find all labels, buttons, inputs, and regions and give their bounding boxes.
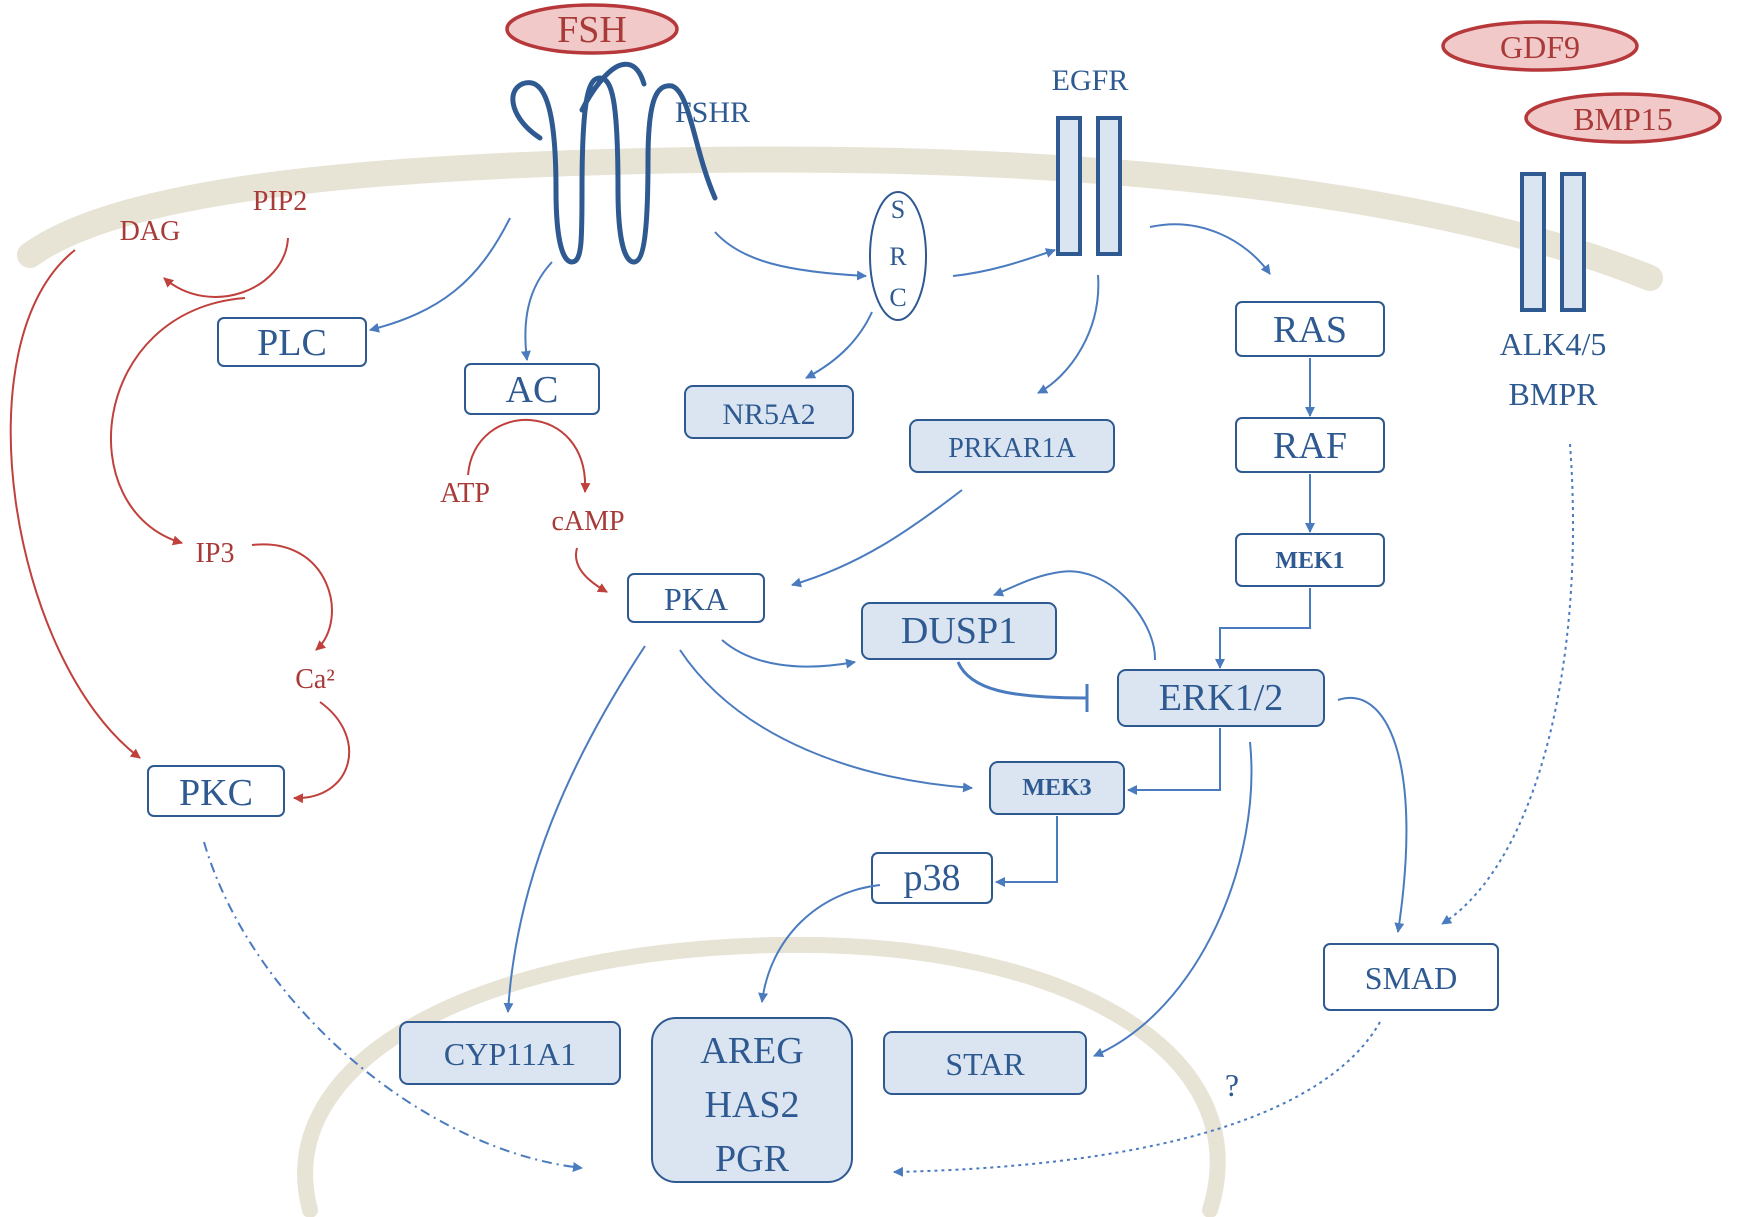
alk-bmpr-receptor-icon [1520, 172, 1586, 312]
egfr-label: EGFR [1052, 64, 1129, 97]
arrow-alk-bmpr-to-smad [1441, 443, 1575, 925]
nr5a2-node: NR5A2 [684, 385, 854, 439]
fshr-label: FSHR [675, 96, 750, 129]
plc-label: PLC [257, 322, 327, 364]
src-letter-s: S [891, 195, 905, 224]
bmpr-label: BMPR [1509, 376, 1599, 412]
cyp11a1-node: CYP11A1 [399, 1021, 621, 1085]
prkar1a-label: PRKAR1A [948, 433, 1076, 464]
smad-label: SMAD [1365, 960, 1457, 996]
cyp11a1-label: CYP11A1 [444, 1036, 576, 1072]
arrow-pip2-to-ip3 [110, 297, 246, 546]
arrow-ip3-to-ca [251, 543, 333, 651]
ras-label: RAS [1273, 309, 1347, 351]
ip3-label: IP3 [196, 538, 235, 569]
bmp15-label: BMP15 [1573, 101, 1673, 137]
arrow-erk12-to-star [1093, 741, 1253, 1057]
bmp15-ligand: BMP15 [1524, 92, 1722, 144]
mek3-label: MEK3 [1022, 775, 1091, 801]
arrow-erk12-to-mek3 [1127, 728, 1221, 795]
arrow-dag-to-pkc [9, 249, 141, 759]
pka-label: PKA [664, 581, 728, 617]
arrow-pip2-to-dag [163, 237, 289, 298]
arrow-camp-to-pka [574, 547, 608, 593]
raf-label: RAF [1273, 425, 1347, 467]
src-letter-c: C [889, 283, 906, 312]
arrow-smad-to-nucleus [893, 1021, 1381, 1177]
arrow-erk12-to-smad [1337, 697, 1408, 933]
ras-node: RAS [1235, 301, 1385, 357]
ac-label: AC [506, 369, 559, 411]
arrow-atp-to-camp [467, 418, 591, 493]
erk12-node: ERK1/2 [1117, 669, 1325, 727]
arrow-p38-to-areg [758, 884, 881, 1003]
mek3-node: MEK3 [989, 761, 1125, 815]
fshr-receptor-icon [510, 61, 718, 265]
star-label: STAR [945, 1046, 1025, 1082]
arrow-fshr-to-src [714, 231, 867, 281]
arrow-prkar1a-to-pka [791, 489, 963, 588]
prkar1a-node: PRKAR1A [909, 419, 1115, 473]
camp-label: cAMP [551, 506, 624, 537]
alk-label: ALK4/5 [1500, 326, 1607, 362]
mek1-node: MEK1 [1235, 533, 1385, 587]
p38-label: p38 [904, 857, 961, 899]
arrow-pka-to-dusp1 [721, 639, 856, 669]
dag-label: DAG [120, 216, 181, 247]
blue-arrows [203, 217, 1575, 1177]
egfr-receptor-icon [1056, 116, 1122, 256]
arrow-src-to-nr5a2 [805, 311, 873, 379]
areg-has2-pgr-node: AREG HAS2 PGR [651, 1017, 853, 1183]
gdf9-ligand: GDF9 [1441, 20, 1639, 72]
erk12-label: ERK1/2 [1159, 677, 1284, 719]
unknown-link-question-mark: ? [1225, 1067, 1239, 1103]
nr5a2-label: NR5A2 [722, 398, 815, 431]
cell-membrane [17, 146, 1663, 291]
mek1-label: MEK1 [1275, 548, 1344, 574]
src-node: S R C [869, 191, 927, 321]
raf-node: RAF [1235, 417, 1385, 473]
arrow-fshr-to-plc [369, 217, 511, 333]
plc-node: PLC [217, 317, 367, 367]
atp-label: ATP [440, 478, 490, 509]
fsh-ligand: FSH [505, 3, 679, 55]
arrow-erk12-to-dusp1 [993, 570, 1157, 661]
pkc-label: PKC [179, 772, 253, 814]
ac-node: AC [464, 363, 600, 415]
arrow-pka-to-mek3 [679, 649, 973, 793]
arrow-src-to-egfr [952, 248, 1056, 277]
inhibition-dusp1-to-erk12 [956, 661, 1087, 700]
dusp1-node: DUSP1 [861, 602, 1057, 660]
smad-node: SMAD [1323, 943, 1499, 1011]
arrow-pkc-to-nucleus [203, 841, 583, 1172]
p38-node: p38 [871, 852, 993, 904]
ca-label: Ca² [295, 664, 335, 695]
fsh-label: FSH [557, 9, 627, 51]
pkc-node: PKC [147, 765, 285, 817]
dusp1-label: DUSP1 [901, 610, 1017, 652]
arrow-egfr-to-ras [1149, 223, 1271, 275]
arrow-mek1-to-erk12 [1215, 588, 1311, 669]
src-letter-r: R [889, 242, 907, 271]
arrow-ca-to-pkc [293, 701, 351, 804]
areg-label: AREG [700, 1030, 803, 1072]
pgr-label: PGR [715, 1138, 790, 1180]
gdf9-label: GDF9 [1500, 29, 1580, 65]
arrow-pka-to-cyp11a1 [503, 645, 646, 1013]
star-node: STAR [883, 1031, 1087, 1095]
pip2-label: PIP2 [253, 186, 307, 217]
arrow-egfr-to-prkar1a [1037, 274, 1100, 394]
arrow-fshr-to-ac [520, 261, 553, 361]
has2-label: HAS2 [704, 1084, 799, 1126]
pka-node: PKA [627, 573, 765, 623]
nuclear-membrane [297, 936, 1226, 1217]
arrow-mek3-to-p38 [995, 816, 1058, 887]
red-arrows [9, 237, 608, 804]
